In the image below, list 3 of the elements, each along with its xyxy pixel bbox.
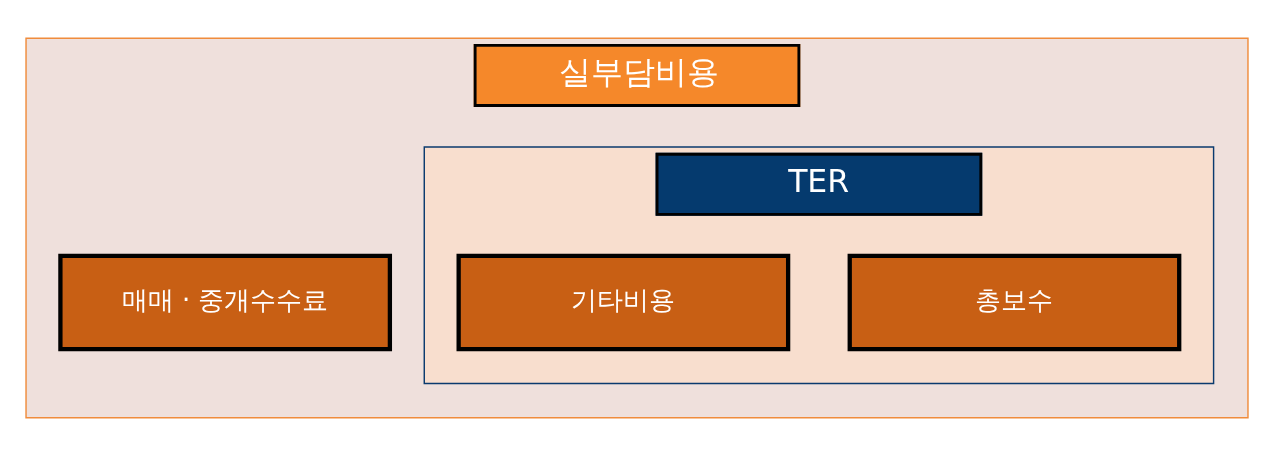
node-box: 총보수 (847, 253, 1182, 352)
node-box: 기타비용 (456, 253, 791, 352)
node-box: 매매 · 중개수수료 (58, 253, 393, 352)
